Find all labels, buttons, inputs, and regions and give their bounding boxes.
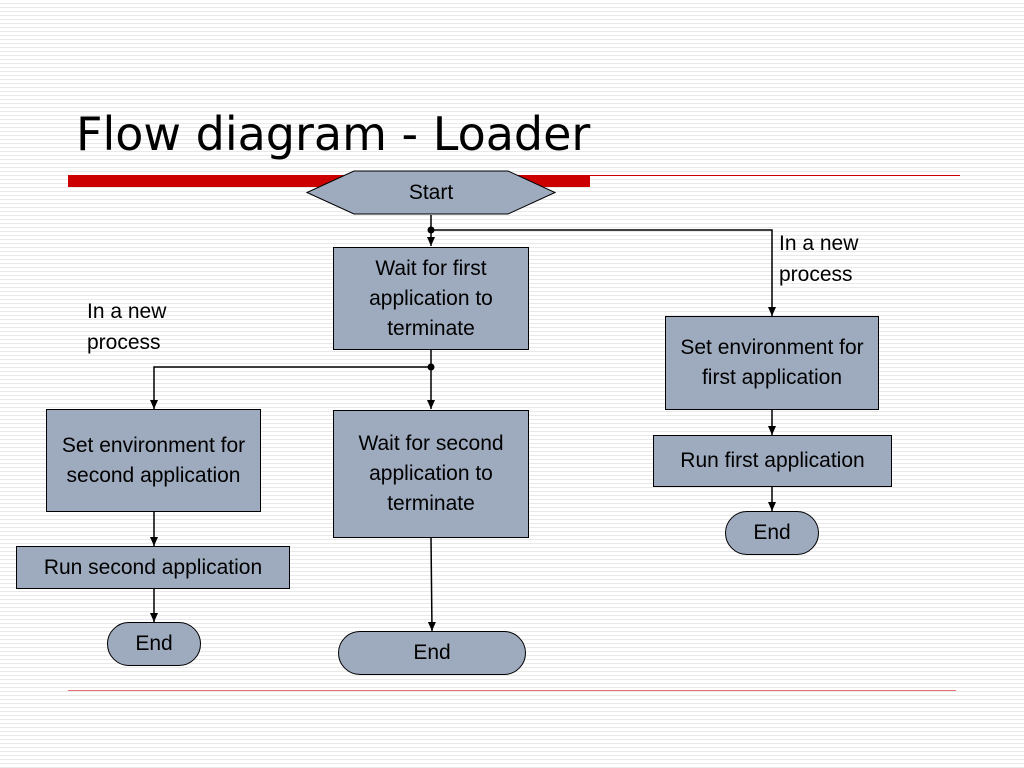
set-environment-first-box: Set environment for first application <box>665 316 879 410</box>
set-environment-second-box: Set environment for second application <box>46 409 261 512</box>
start-hexagon <box>306 170 556 215</box>
wait-second-application-box: Wait for second application to terminate <box>333 410 529 538</box>
end-first-terminal: End <box>725 511 819 555</box>
slide-title: Flow diagram - Loader <box>76 107 591 161</box>
end-wait-terminal: End <box>338 631 526 675</box>
run-second-application-box: Run second application <box>16 546 290 589</box>
note-in-new-process-right: In a new process <box>779 232 859 286</box>
end-second-terminal: End <box>107 622 201 666</box>
title-underline-rule <box>590 175 960 176</box>
arrow-to-set-env-first <box>431 229 776 316</box>
start-terminal: Start <box>306 170 556 215</box>
arrow-to-set-env-second <box>150 366 431 409</box>
wait-first-application-box: Wait for first application to terminate <box>333 247 529 350</box>
start-label: Start <box>408 180 454 204</box>
footer-rule <box>68 690 956 691</box>
arrow-to-end-wait <box>427 537 436 632</box>
run-first-application-box: Run first application <box>653 435 892 487</box>
note-in-new-process-left: In a new process <box>87 300 167 354</box>
